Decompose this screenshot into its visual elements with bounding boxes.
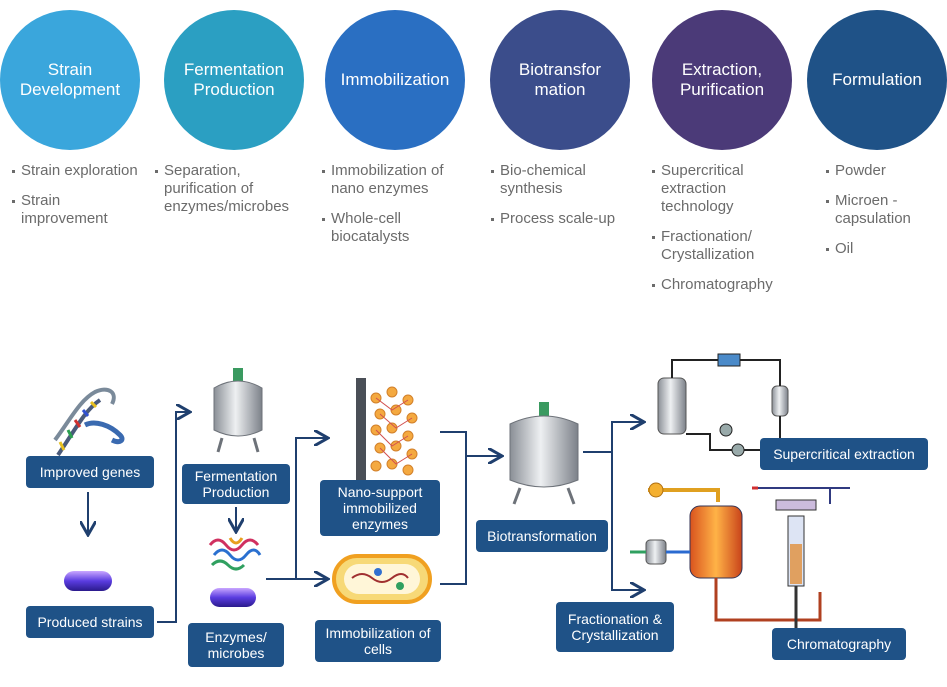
stage-circle-extraction-purification: Extraction, Purification bbox=[652, 10, 792, 150]
stage-item: Bio-chemical synthesis bbox=[491, 162, 641, 198]
dna-helix-icon bbox=[53, 387, 125, 457]
stage-item: Whole-cell biocatalysts bbox=[322, 210, 472, 246]
chromatography-column-icon bbox=[752, 486, 850, 630]
stage-items-formulation: Powder Microen - capsulation Oil bbox=[826, 162, 941, 270]
stage-items-extraction-purification: Supercritical extraction technology Frac… bbox=[652, 162, 802, 306]
stage-item: Fractionation/ Crystallization bbox=[652, 228, 802, 264]
stage-item: Immobilization of nano enzymes bbox=[322, 162, 472, 198]
stage-item: Powder bbox=[826, 162, 941, 180]
process-flow: Improved genes Produced strains Fermenta… bbox=[0, 330, 947, 687]
stage-item: Process scale-up bbox=[491, 210, 641, 228]
stage-item: Supercritical extraction technology bbox=[652, 162, 802, 216]
protein-structure-icon bbox=[208, 537, 262, 571]
immobilized-cell-icon bbox=[332, 554, 432, 604]
flow-artwork bbox=[53, 353, 850, 630]
stage-circle-strain-development: Strain Development bbox=[0, 10, 140, 150]
stage-circle-fermentation-production: Fermentation Production bbox=[164, 10, 304, 150]
stage-circle-biotransformation: Biotransfor mation bbox=[490, 10, 630, 150]
stage-items-strain-development: Strain exploration Strain improvement bbox=[12, 162, 142, 240]
stage-item: Strain exploration bbox=[12, 162, 142, 180]
stage-circle-formulation: Formulation bbox=[807, 10, 947, 150]
supercritical-extraction-box: Supercritical extraction bbox=[760, 438, 928, 470]
capsule-icon bbox=[64, 571, 112, 591]
stage-items-fermentation-production: Separation, purification of enzymes/micr… bbox=[155, 162, 315, 228]
stage-row: Strain Development Fermentation Producti… bbox=[0, 0, 947, 330]
stage-circle-immobilization: Immobilization bbox=[325, 10, 465, 150]
biotransformation-box: Biotransformation bbox=[476, 520, 608, 552]
supercritical-extraction-icon bbox=[657, 353, 789, 457]
stage-item: Strain improvement bbox=[12, 192, 142, 228]
fractionation-box: Fractionation & Crystallization bbox=[556, 602, 674, 652]
crystallization-system-icon bbox=[630, 482, 822, 622]
chromatography-box: Chromatography bbox=[772, 628, 906, 660]
reactor-icon bbox=[509, 402, 579, 505]
capsule-icon bbox=[210, 588, 256, 607]
flow-connectors bbox=[88, 412, 642, 623]
stage-item: Oil bbox=[826, 240, 941, 258]
stage-item: Microen - capsulation bbox=[826, 192, 941, 228]
nano-support-box: Nano-support immobilized enzymes bbox=[320, 480, 440, 536]
stage-item: Separation, purification of enzymes/micr… bbox=[155, 162, 315, 216]
fermenter-icon bbox=[213, 368, 263, 453]
stage-items-immobilization: Immobilization of nano enzymes Whole-cel… bbox=[322, 162, 472, 258]
nano-support-icon bbox=[356, 378, 418, 508]
produced-strains-box: Produced strains bbox=[26, 606, 154, 638]
fermentation-production-box: Fermentation Production bbox=[182, 464, 290, 504]
enzymes-microbes-box: Enzymes/ microbes bbox=[188, 623, 284, 667]
stage-items-biotransformation: Bio-chemical synthesis Process scale-up bbox=[491, 162, 641, 240]
immobilization-cells-box: Immobilization of cells bbox=[315, 620, 441, 662]
stage-item: Chromatography bbox=[652, 276, 802, 294]
improved-genes-box: Improved genes bbox=[26, 456, 154, 488]
